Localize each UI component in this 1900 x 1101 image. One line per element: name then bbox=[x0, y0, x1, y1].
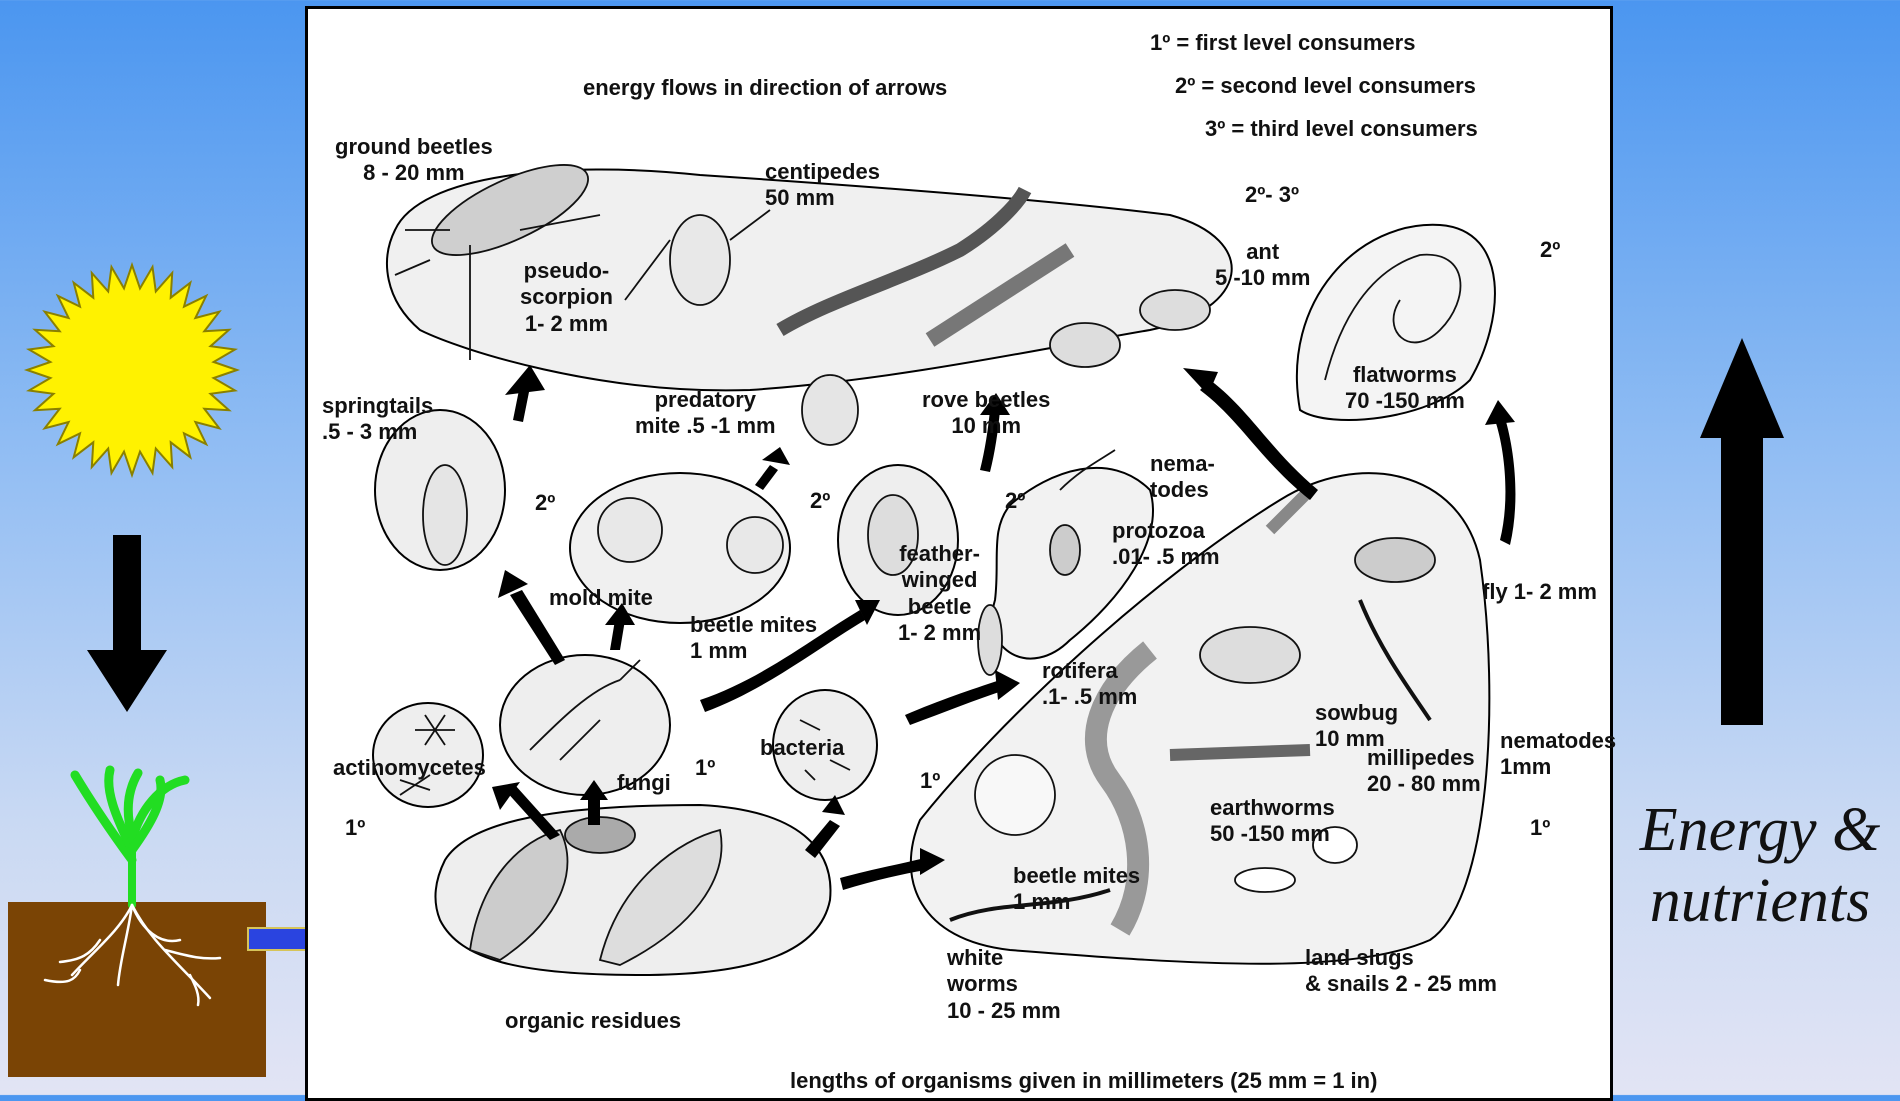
label-bacteria: bacteria bbox=[760, 735, 844, 761]
label-beetle-mites-lower: beetle mites 1 mm bbox=[1013, 863, 1140, 916]
label-land-slugs: land slugs & snails 2 - 25 mm bbox=[1305, 945, 1497, 998]
level-flatworms: 2º bbox=[1540, 237, 1560, 263]
label-ant: ant 5 -10 mm bbox=[1215, 239, 1310, 292]
legend-second-level: 2º = second level consumers bbox=[1175, 73, 1476, 99]
footer-note: lengths of organisms given in millimeter… bbox=[790, 1068, 1377, 1094]
label-nematodes-right: nematodes 1mm bbox=[1500, 728, 1616, 781]
legend-first-level: 1º = first level consumers bbox=[1150, 30, 1415, 56]
legend-third-level: 3º = third level consumers bbox=[1205, 116, 1478, 142]
level-mites: 2º bbox=[810, 488, 830, 514]
energy-nutrients-label: Energy & nutrients bbox=[1620, 795, 1900, 938]
label-organic-residues: organic residues bbox=[505, 1008, 681, 1034]
label-featherwinged-beetle: feather- winged beetle 1- 2 mm bbox=[898, 541, 981, 647]
label-fungi: fungi bbox=[617, 770, 671, 796]
label-flatworms: flatworms 70 -150 mm bbox=[1345, 362, 1465, 415]
label-millipedes: millipedes 20 - 80 mm bbox=[1367, 745, 1481, 798]
level-first-right: 1º bbox=[1530, 815, 1550, 841]
label-springtails: springtails .5 - 3 mm bbox=[322, 393, 433, 446]
label-rotifera: rotifera .1- .5 mm bbox=[1042, 658, 1137, 711]
label-nematodes-top: nema- todes bbox=[1150, 451, 1215, 504]
label-fly: fly 1- 2 mm bbox=[1482, 579, 1597, 605]
label-centipedes: centipedes 50 mm bbox=[765, 159, 880, 212]
label-mold-mite: mold mite bbox=[549, 585, 653, 611]
header-note: energy flows in direction of arrows bbox=[583, 75, 947, 101]
label-protozoa: protozoa .01- .5 mm bbox=[1112, 518, 1220, 571]
label-actinomycetes: actinomycetes bbox=[333, 755, 486, 781]
level-second-third: 2º- 3º bbox=[1245, 182, 1299, 208]
level-bacteria: 1º bbox=[920, 768, 940, 794]
label-ground-beetles: ground beetles 8 - 20 mm bbox=[335, 134, 493, 187]
label-beetle-mites-center: beetle mites 1 mm bbox=[690, 612, 817, 665]
level-fungi: 1º bbox=[695, 755, 715, 781]
label-rove-beetles: rove beetles 10 mm bbox=[922, 387, 1050, 440]
label-pseudoscorpion: pseudo- scorpion 1- 2 mm bbox=[520, 258, 613, 337]
label-earthworms: earthworms 50 -150 mm bbox=[1210, 795, 1335, 848]
label-predatory-mite: predatory mite .5 -1 mm bbox=[635, 387, 776, 440]
level-featherwinged: 2º bbox=[1005, 488, 1025, 514]
label-white-worms: white worms 10 - 25 mm bbox=[947, 945, 1061, 1024]
level-springtails: 2º bbox=[535, 490, 555, 516]
level-first-left: 1º bbox=[345, 815, 365, 841]
